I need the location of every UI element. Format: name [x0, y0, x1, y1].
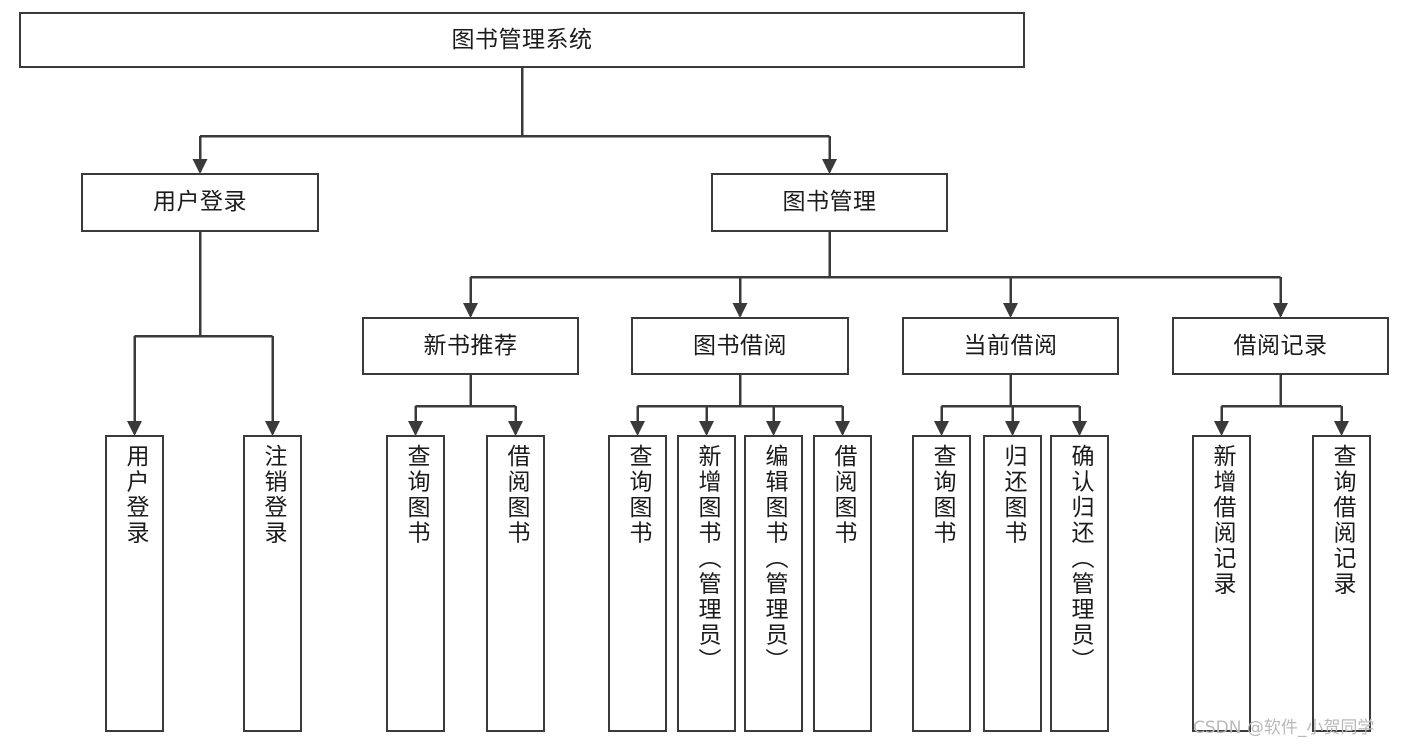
node-borrow-records[interactable]: 借阅记录: [1172, 317, 1389, 375]
node-new-book-recommend[interactable]: 新书推荐: [362, 317, 579, 375]
leaf-logout[interactable]: 注销登录: [243, 435, 302, 732]
leaf-user-login[interactable]: 用户登录: [105, 435, 164, 732]
node-label: 查询借阅记录: [1329, 444, 1355, 597]
node-label: 新书推荐: [423, 332, 518, 359]
leaf-query-book-borrow[interactable]: 查询图书: [608, 435, 667, 732]
node-label: 图书管理: [782, 189, 877, 216]
node-label: 图书管理系统: [451, 26, 593, 53]
node-label: 图书借阅: [693, 332, 787, 359]
node-user-login[interactable]: 用户登录: [81, 173, 319, 232]
node-label: 用户登录: [122, 444, 148, 546]
node-label: 新增图书（管理员）: [694, 444, 720, 674]
node-label: 查询图书: [403, 444, 429, 546]
node-book-management[interactable]: 图书管理: [711, 173, 948, 232]
leaf-query-borrow-record[interactable]: 查询借阅记录: [1312, 435, 1371, 732]
leaf-query-book-recommend[interactable]: 查询图书: [386, 435, 445, 732]
node-book-borrow[interactable]: 图书借阅: [631, 317, 849, 375]
node-label: 当前借阅: [963, 332, 1058, 359]
node-current-borrow[interactable]: 当前借阅: [902, 317, 1119, 375]
leaf-confirm-return-admin[interactable]: 确认归还（管理员）: [1050, 435, 1109, 732]
node-label: 用户登录: [153, 189, 247, 216]
node-label: 确认归还（管理员）: [1067, 444, 1093, 674]
leaf-edit-book-admin[interactable]: 编辑图书（管理员）: [744, 435, 803, 732]
watermark: CSDN @软件_小贺同学: [1193, 718, 1375, 738]
node-label: 查询图书: [625, 444, 651, 546]
node-label: 查询图书: [929, 444, 955, 546]
node-label: 新增借阅记录: [1209, 444, 1235, 597]
leaf-add-borrow-record[interactable]: 新增借阅记录: [1192, 435, 1251, 732]
leaf-add-book-admin[interactable]: 新增图书（管理员）: [677, 435, 736, 732]
node-label: 编辑图书（管理员）: [761, 444, 787, 674]
leaf-query-book-current[interactable]: 查询图书: [912, 435, 971, 732]
node-label: 借阅记录: [1233, 332, 1328, 359]
node-label: 注销登录: [260, 444, 286, 546]
node-root-system[interactable]: 图书管理系统: [19, 12, 1025, 68]
node-label: 归还图书: [1000, 444, 1026, 546]
leaf-return-book[interactable]: 归还图书: [983, 435, 1042, 732]
leaf-borrow-book[interactable]: 借阅图书: [813, 435, 872, 732]
leaf-borrow-book-recommend[interactable]: 借阅图书: [486, 435, 545, 732]
node-label: 借阅图书: [830, 444, 856, 546]
node-label: 借阅图书: [503, 444, 529, 546]
